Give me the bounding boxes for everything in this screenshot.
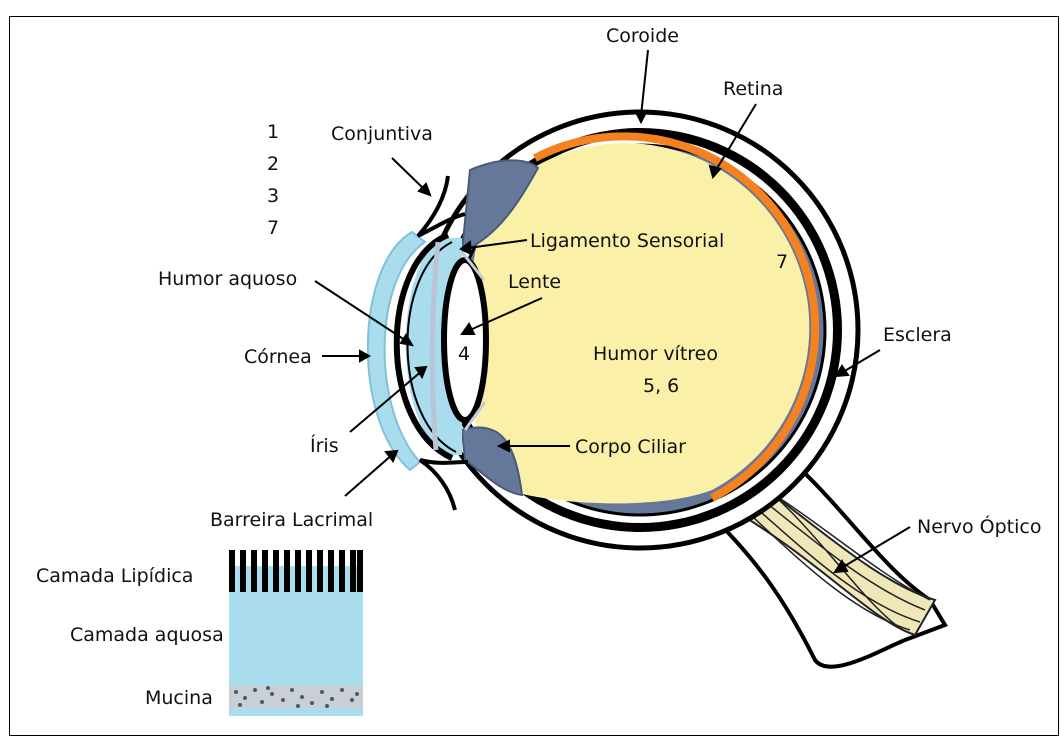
lens (444, 260, 486, 420)
number-1: 1 (267, 121, 279, 143)
number-vitreous: 5, 6 (643, 375, 679, 397)
number-7-list: 7 (267, 217, 279, 239)
label-ligamento-sensorial: Ligamento Sensorial (530, 230, 724, 252)
label-iris: Íris (310, 434, 339, 457)
label-lente: Lente (508, 271, 561, 293)
label-barreira-lacrimal: Barreira Lacrimal (210, 509, 373, 531)
label-conjuntiva: Conjuntiva (331, 123, 433, 145)
eye-anatomy-diagram: Coroide Retina Conjuntiva Ligamento Sens… (0, 0, 1064, 716)
label-nervo-optico: Nervo Óptico (917, 514, 1041, 538)
label-humor-aquoso: Humor aquoso (158, 268, 297, 290)
label-camada-lipidica: Camada Lipídica (36, 565, 193, 587)
label-corpo-ciliar: Corpo Ciliar (575, 436, 686, 458)
label-retina: Retina (723, 78, 783, 100)
label-cornea: Córnea (244, 346, 312, 368)
label-coroide: Coroide (606, 25, 679, 47)
label-camada-aquosa: Camada aquosa (70, 624, 224, 646)
label-mucina: Mucina (145, 687, 213, 709)
number-retina: 7 (776, 251, 788, 273)
number-3: 3 (267, 185, 279, 207)
conjunctiva-lower (420, 460, 468, 510)
label-humor-vitreo: Humor vítreo (593, 343, 718, 365)
number-lens: 4 (458, 343, 470, 365)
mucin-layer-speckle (229, 686, 363, 708)
number-2: 2 (267, 153, 279, 175)
label-esclera: Esclera (883, 324, 952, 346)
